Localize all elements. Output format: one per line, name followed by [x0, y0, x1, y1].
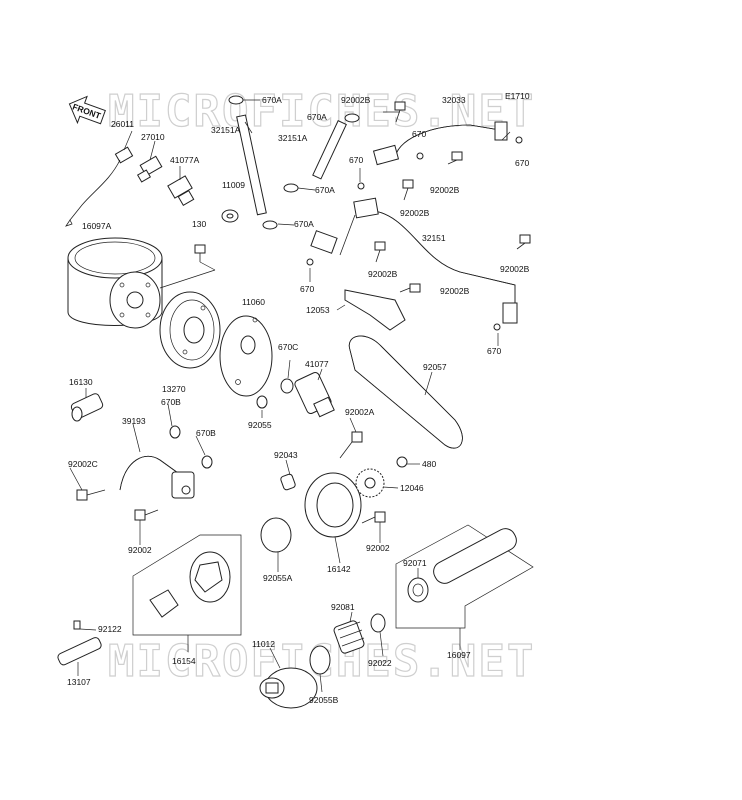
label-92002A: 92002A — [345, 407, 375, 417]
label-130: 130 — [192, 219, 206, 229]
label-13107: 13107 — [67, 677, 91, 687]
o-ring-670C — [280, 378, 294, 394]
label-12053: 12053 — [306, 305, 330, 315]
label-92122: 92122 — [98, 624, 122, 634]
label-16097A: 16097A — [82, 221, 112, 231]
oil-pressure-switch-27010 — [136, 155, 163, 183]
label-92002B-3: 92002B — [400, 208, 430, 218]
plate-11060 — [219, 315, 273, 397]
label-92043: 92043 — [274, 450, 298, 460]
label-670-1: 670 — [412, 129, 426, 139]
label-92055: 92055 — [248, 420, 272, 430]
label-670C: 670C — [278, 342, 298, 352]
label-92002-1: 92002 — [128, 545, 152, 555]
label-92022: 92022 — [368, 658, 392, 668]
label-12046: 12046 — [400, 483, 424, 493]
label-92002-2: 92002 — [366, 543, 390, 553]
label-670-5: 670 — [487, 346, 501, 356]
label-670A-2: 670A — [307, 112, 327, 122]
washer-92022 — [370, 613, 386, 633]
spring-92081 — [333, 620, 365, 654]
o-ring-480 — [396, 456, 408, 468]
diagram-code: E1710 — [505, 91, 530, 101]
label-92002C: 92002C — [68, 459, 98, 469]
label-92002B-5: 92002B — [500, 264, 530, 274]
label-92002B-4: 92002B — [368, 269, 398, 279]
bolt-92002C — [76, 489, 106, 501]
chain-92057 — [348, 335, 463, 449]
label-670A-1: 670A — [262, 95, 282, 105]
label-670-4: 670 — [300, 284, 314, 294]
o-ring-670B-left — [169, 425, 181, 439]
front-arrow-icon: FRONT — [68, 95, 106, 125]
label-92081: 92081 — [331, 602, 355, 612]
bolt-92002A — [339, 431, 363, 459]
label-92002B-2: 92002B — [430, 185, 460, 195]
bracket-12053 — [344, 289, 406, 331]
label-11009: 11009 — [222, 180, 245, 190]
label-92055A: 92055A — [263, 573, 293, 583]
bolt-92002-left — [134, 509, 159, 521]
relief-valve-41077 — [294, 372, 335, 418]
o-ring-92055B — [309, 645, 331, 675]
bolt-130 — [194, 244, 206, 262]
label-670B-2: 670B — [196, 428, 216, 438]
oil-filter-16097A — [67, 237, 163, 329]
label-32033: 32033 — [442, 95, 466, 105]
oil-pipe-32033 — [372, 121, 508, 166]
label-13270: 13270 — [162, 384, 186, 394]
label-27010: 27010 — [141, 132, 165, 142]
label-32151A-2: 32151A — [278, 133, 308, 143]
sprocket-12046 — [355, 468, 385, 498]
oil-pump-16142 — [280, 472, 362, 538]
label-39193: 39193 — [122, 416, 146, 426]
label-16130: 16130 — [69, 377, 93, 387]
label-92071: 92071 — [403, 558, 427, 568]
label-670A-4: 670A — [294, 219, 314, 229]
oil-sensor-26011 — [65, 146, 134, 227]
label-41077A: 41077A — [170, 155, 200, 165]
label-670-2: 670 — [515, 158, 529, 168]
label-92002B-1: 92002B — [341, 95, 371, 105]
label-26011: 26011 — [111, 119, 134, 129]
bolt-92002B-group — [374, 101, 531, 293]
label-670-3: 670 — [349, 155, 363, 165]
label-32151: 32151 — [422, 233, 446, 243]
label-480: 480 — [422, 459, 436, 469]
label-32151A-1: 32151A — [211, 125, 241, 135]
cover-13270 — [159, 291, 221, 369]
label-92057: 92057 — [423, 362, 447, 372]
label-16097: 16097 — [447, 650, 471, 660]
leader-lines — [69, 99, 511, 693]
rotor-set-16154-group — [132, 534, 242, 636]
fitting-41077A — [167, 175, 195, 207]
watermark-top: MICROFICHES.NET — [108, 86, 535, 137]
label-92002B-6: 92002B — [440, 286, 470, 296]
o-ring-92055A — [260, 517, 292, 553]
pin-92122 — [73, 620, 81, 630]
pipe-39193 — [119, 455, 195, 499]
o-ring-670-group — [306, 136, 523, 331]
label-670B-1: 670B — [161, 397, 181, 407]
label-16142: 16142 — [327, 564, 351, 574]
o-ring-670B-right — [201, 455, 213, 469]
plug-11012 — [259, 667, 318, 709]
o-ring-92055 — [256, 395, 268, 409]
bolt-92002-right — [361, 511, 386, 524]
label-16154: 16154 — [172, 656, 196, 666]
label-41077: 41077 — [305, 359, 329, 369]
label-670A-3: 670A — [315, 185, 335, 195]
pipe-32151A-right — [312, 113, 360, 180]
label-11060: 11060 — [242, 297, 265, 307]
strainer-16097-group — [395, 524, 534, 629]
pin-16130 — [70, 393, 104, 422]
label-92055B: 92055B — [309, 695, 339, 705]
label-11012: 11012 — [252, 639, 275, 649]
oil-pipe-32151 — [310, 197, 518, 324]
washer-11009 — [221, 209, 239, 223]
shaft-13107 — [57, 620, 102, 666]
